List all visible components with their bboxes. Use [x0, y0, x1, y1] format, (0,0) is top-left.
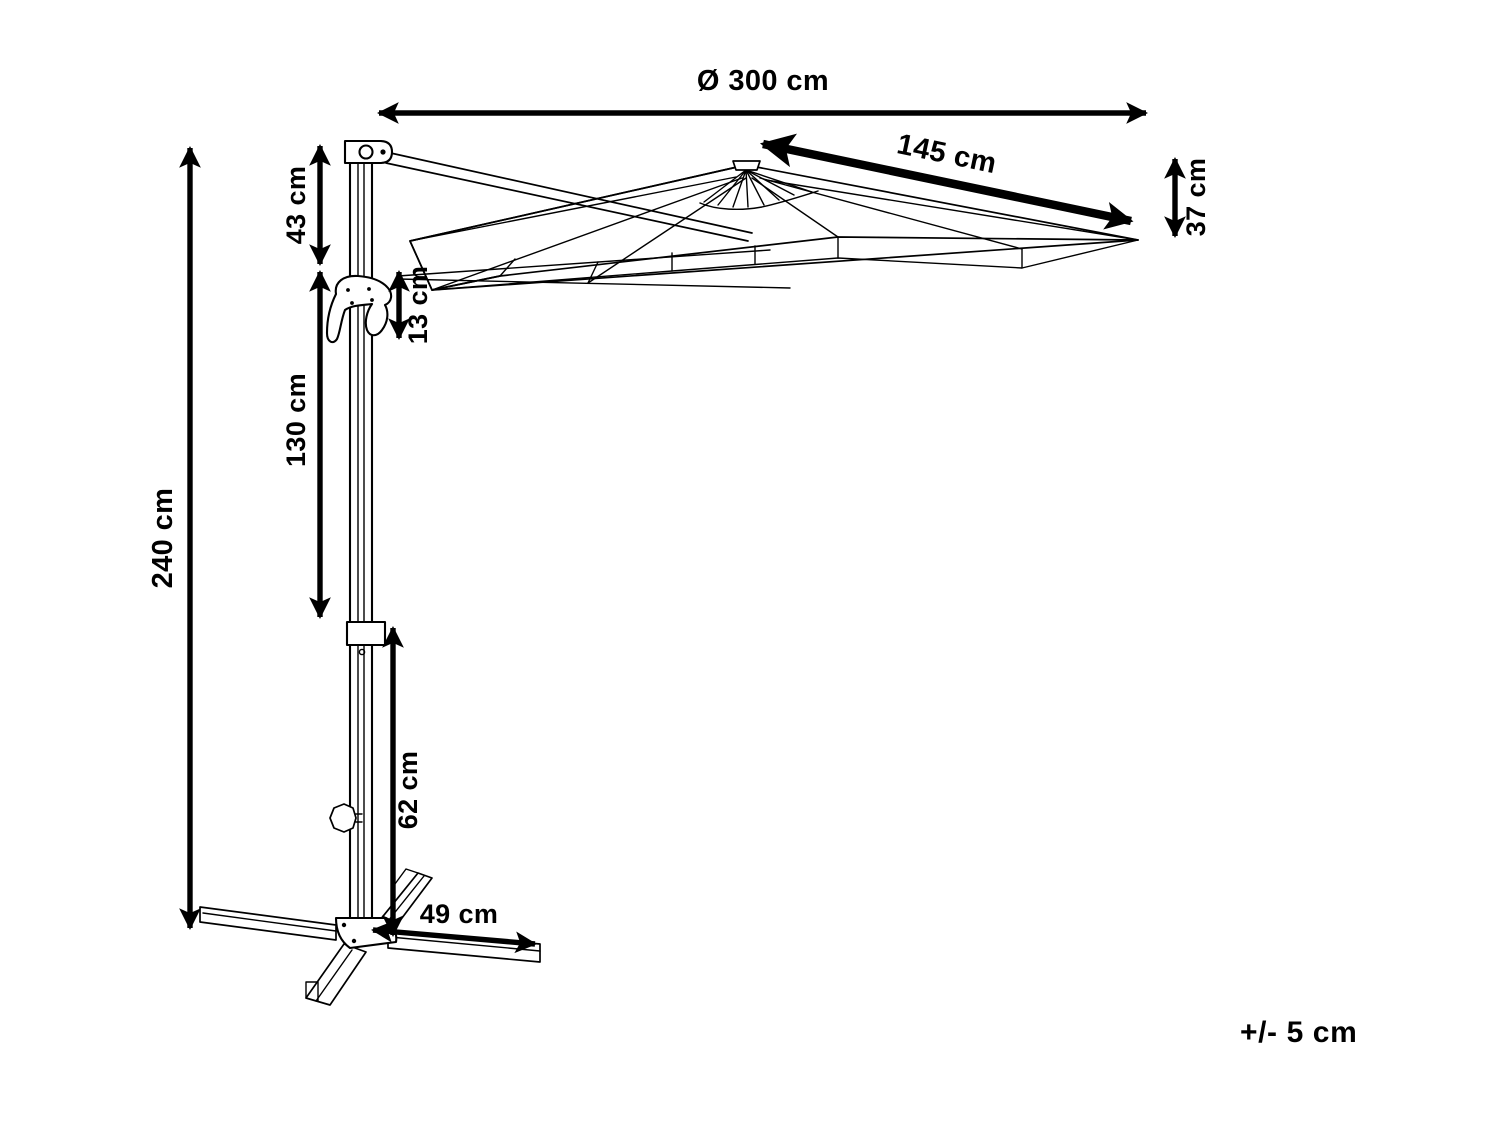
top-bracket-body: [343, 139, 394, 165]
canopy-rib-seam-2: [587, 177, 747, 284]
canopy-rib-seam-1: [431, 177, 743, 291]
top-bracket-hole-icon: [358, 144, 374, 160]
dim-300-label: Ø 300 cm: [697, 65, 829, 97]
cantilever-support-arm: [385, 151, 791, 289]
base-arm-left-rib: [202, 912, 337, 932]
hinge-rivet-1: [346, 288, 350, 292]
canopy-panel-divider-1: [499, 258, 516, 277]
tilt-hinge-joint: [325, 274, 393, 344]
hinge-rivet-3: [350, 301, 354, 305]
hinge-rivet-2: [367, 287, 371, 291]
dim-43-label: 43 cm: [281, 166, 311, 245]
mast-collar-sleeve: [345, 620, 387, 656]
canopy-hem-sweep: [431, 239, 1139, 291]
support-strut-lower-2: [397, 278, 791, 289]
base-hub-rivet-2: [351, 938, 357, 944]
dim-13-label: 13 cm: [403, 266, 433, 345]
dimension-mast-top-to-hinge: 43 cm: [281, 144, 331, 266]
dimension-base-arm: 49 cm: [371, 899, 537, 954]
hinge-rivet-4: [370, 298, 374, 302]
tolerance-note: +/- 5 cm: [1240, 1016, 1357, 1049]
base-hub-rivet-1: [341, 922, 347, 928]
support-strut-lower: [397, 249, 771, 277]
support-arm-upper-edge: [385, 151, 753, 234]
dim-130-label: 130 cm: [281, 373, 311, 467]
dimension-hinge-to-collar: 130 cm: [281, 270, 331, 619]
dim-62-label: 62 cm: [393, 751, 423, 830]
dimension-collar-to-base: 62 cm: [382, 626, 423, 937]
locking-knob: [329, 803, 363, 833]
dim-145-line: [759, 133, 1134, 230]
base-arm-left: [199, 906, 337, 941]
mast-top-bracket: [343, 139, 394, 165]
collar-hole-icon: [358, 648, 366, 656]
dim-240-label: 240 cm: [147, 488, 179, 589]
base-arm-front-rib: [315, 949, 353, 1002]
base-arm-front: [305, 943, 367, 1006]
knob-stem: [355, 813, 363, 823]
hinge-body: [325, 274, 393, 344]
canopy-rib-seam-6: [409, 176, 737, 242]
dimension-canopy-rib: 145 cm: [759, 128, 1134, 230]
canopy-upper-surface: [409, 164, 1139, 291]
dim-37-label: 37 cm: [1181, 158, 1211, 237]
canopy-group: [409, 160, 1139, 291]
knob-body: [329, 803, 357, 833]
dim-49-line: [371, 920, 537, 954]
collar-body: [345, 620, 387, 647]
dim-49-label: 49 cm: [420, 899, 499, 929]
dimension-canopy-diameter: Ø 300 cm: [377, 65, 1148, 124]
dimension-overall-height: 240 cm: [147, 146, 201, 930]
dimension-hinge-offset: 13 cm: [388, 266, 433, 345]
canopy-valance-lower-edge: [431, 275, 501, 291]
support-arm-lower-edge: [385, 162, 749, 242]
canopy-finial-icon: [732, 160, 761, 171]
canopy-panel-divider-2: [587, 261, 599, 284]
cross-base-stand: [199, 868, 541, 1006]
dimension-canopy-drop: 37 cm: [1164, 157, 1211, 238]
top-bracket-pin-icon: [380, 149, 386, 155]
base-arm-front-end: [305, 981, 319, 1002]
